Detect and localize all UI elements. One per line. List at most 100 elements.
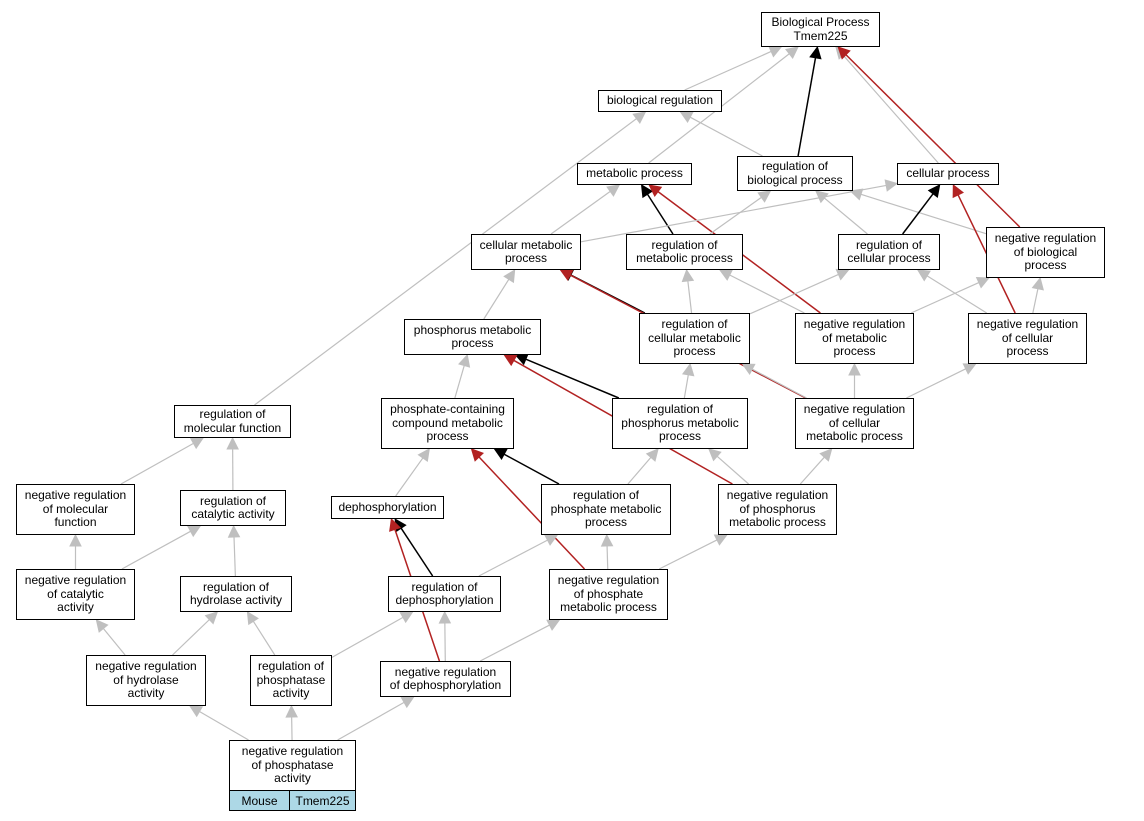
- arrowhead-negptase-to-neghyd: [188, 705, 204, 718]
- node-label: negative regulation of phosphate metabol…: [557, 573, 660, 615]
- node-regulation-of-phosphatase-activity[interactable]: regulation of phosphatase activity: [250, 655, 332, 706]
- node-label: regulation of cellular metabolic process: [648, 317, 741, 359]
- node-label: negative regulation of molecular functio…: [24, 488, 127, 530]
- node-biological-regulation[interactable]: biological regulation: [598, 90, 722, 112]
- node-biological-process[interactable]: Biological Process Tmem225: [761, 12, 880, 47]
- node-phosphate-containing-compound-metabolic-process[interactable]: phosphate-containing compound metabolic …: [381, 398, 514, 449]
- node-label: regulation of biological process: [747, 159, 843, 187]
- node-label: cellular process: [906, 166, 990, 181]
- node-negative-regulation-of-hydrolase-activity[interactable]: negative regulation of hydrolase activit…: [86, 655, 206, 706]
- node-metabolic-process[interactable]: metabolic process: [577, 163, 692, 185]
- node-phosphorus-metabolic-process[interactable]: phosphorus metabolic process: [404, 319, 541, 355]
- node-regulation-of-molecular-function[interactable]: regulation of molecular function: [174, 405, 291, 438]
- edge-neghyd-to-negcat: [102, 628, 126, 656]
- arrowhead-negmet-to-regmet: [718, 269, 733, 281]
- node-label: regulation of phosphatase activity: [256, 659, 326, 701]
- node-regulation-of-biological-process[interactable]: regulation of biological process: [737, 156, 853, 191]
- node-regulation-of-hydrolase-activity[interactable]: regulation of hydrolase activity: [180, 576, 292, 612]
- node-negative-regulation-of-biological-process[interactable]: negative regulation of biological proces…: [986, 227, 1105, 278]
- edge-regptase-to-regdephos: [331, 616, 404, 658]
- arrowhead-negcellmet-to-cellmet: [559, 269, 574, 281]
- edge-regcell-to-cellproc: [902, 193, 934, 235]
- edge-negcellmet-to-negcell: [906, 368, 966, 399]
- node-label: cellular metabolic process: [479, 237, 573, 265]
- node-label: dephosphorylation: [338, 499, 437, 514]
- arrowhead-reghyd-to-regcat: [227, 524, 241, 538]
- edge-dephos-to-phoscomp: [395, 457, 424, 497]
- arrowhead-regcell-to-cellproc: [927, 184, 941, 198]
- node-label: negative regulation of hydrolase activit…: [95, 659, 197, 701]
- edge-negbio-to-bp: [845, 54, 1021, 228]
- node-cellular-metabolic-process[interactable]: cellular metabolic process: [471, 234, 581, 270]
- edge-regbio-to-bp: [797, 57, 817, 157]
- node-negative-regulation-of-phosphorus-metabolic-process[interactable]: negative regulation of phosphorus metabo…: [718, 484, 837, 535]
- arrowhead-negcat-to-regcat: [187, 525, 202, 538]
- arrowhead-phosmet-to-cellmet: [503, 269, 516, 284]
- node-regulation-of-metabolic-process[interactable]: regulation of metabolic process: [626, 234, 743, 270]
- node-label: regulation of molecular function: [183, 407, 282, 435]
- arrowhead-regptase-to-regdephos: [399, 611, 414, 624]
- edge-negphate-to-regphate: [606, 545, 609, 570]
- node-negative-regulation-of-catalytic-activity[interactable]: negative regulation of catalytic activit…: [16, 569, 135, 620]
- edge-negphate-to-phoscomp: [478, 456, 586, 570]
- edge-regcellmet-to-regmet: [687, 280, 693, 314]
- node-regulation-of-dephosphorylation[interactable]: regulation of dephosphorylation: [388, 576, 501, 612]
- arrowhead-regcellmet-to-regmet: [681, 268, 695, 283]
- node-negative-regulation-of-phosphate-metabolic-process[interactable]: negative regulation of phosphate metabol…: [549, 569, 668, 620]
- edge-regptase-to-reghyd: [252, 620, 276, 656]
- node-regulation-of-cellular-metabolic-process[interactable]: regulation of cellular metabolic process: [639, 313, 750, 364]
- node-label: regulation of phosphorus metabolic proce…: [621, 402, 739, 444]
- node-label: regulation of hydrolase activity: [189, 579, 283, 607]
- edge-negcell-to-regcell: [926, 275, 987, 314]
- node-dephosphorylation[interactable]: dephosphorylation: [331, 496, 444, 519]
- edge-negmet-to-regmet: [729, 274, 805, 314]
- node-negative-regulation-of-cellular-metabolic-process[interactable]: negative regulation of cellular metaboli…: [795, 398, 914, 449]
- node-regulation-of-phosphate-metabolic-process[interactable]: regulation of phosphate metabolic proces…: [541, 484, 671, 535]
- node-label: negative regulation of cellular process: [976, 317, 1079, 359]
- edge-negphate-to-negphos: [658, 539, 718, 570]
- arrowhead-negmol-to-regmol: [189, 437, 205, 450]
- arrowhead-negmet-to-negbio: [975, 276, 990, 289]
- node-regulation-of-catalytic-activity[interactable]: regulation of catalytic activity: [180, 490, 286, 526]
- node-label: negative regulation of metabolic process: [803, 317, 906, 359]
- node-label: negative regulation of cellular metaboli…: [803, 402, 906, 444]
- node-label: regulation of metabolic process: [636, 237, 733, 265]
- edge-negcellmet-to-regcellmet: [751, 368, 807, 399]
- arrowhead-negptase-to-negdephos: [400, 696, 415, 709]
- edge-reghyd-to-regcat: [233, 536, 236, 577]
- arrowhead-dephos-to-phoscomp: [417, 448, 430, 463]
- node-label: negative regulation of dephosphorylation: [389, 664, 502, 692]
- node-negative-regulation-of-molecular-function[interactable]: negative regulation of molecular functio…: [16, 484, 135, 535]
- edge-negphos-to-negcellmet: [799, 456, 825, 485]
- node-negative-regulation-of-phosphatase-activity[interactable]: negative regulation of phosphatase activ…: [229, 740, 356, 791]
- node-label: regulation of phosphate metabolic proces…: [550, 488, 662, 530]
- edge-neghyd-to-reghyd: [172, 619, 210, 656]
- edge-regmet-to-regbio: [709, 196, 762, 235]
- edge-cellproc-to-bp: [842, 54, 939, 164]
- arrowhead-cellmet-to-cellproc: [884, 179, 899, 192]
- arrowhead-met-to-bp: [785, 46, 799, 60]
- arrowhead-negphate-to-phoscomp: [470, 448, 484, 462]
- node-negative-regulation-of-metabolic-process[interactable]: negative regulation of metabolic process: [795, 313, 914, 364]
- edge-regphate-to-phoscomp: [503, 453, 560, 485]
- node-label: negative regulation of biological proces…: [994, 231, 1097, 273]
- node-negative-regulation-of-cellular-process[interactable]: negative regulation of cellular process: [968, 313, 1087, 364]
- node-label: negative regulation of phosphorus metabo…: [726, 488, 829, 530]
- arrowhead-negmet-to-met: [648, 184, 663, 197]
- arrowhead-negphos-to-phosmet: [503, 354, 518, 367]
- node-label: negative regulation of catalytic activit…: [24, 573, 127, 615]
- node-cellular-process[interactable]: cellular process: [897, 163, 999, 185]
- edge-phosmet-to-cellmet: [483, 278, 510, 320]
- node-regulation-of-cellular-process[interactable]: regulation of cellular process: [838, 234, 940, 270]
- node-negative-regulation-of-dephosphorylation[interactable]: negative regulation of dephosphorylation: [380, 661, 511, 697]
- arrowhead-regptase-to-reghyd: [246, 611, 259, 626]
- arrowhead-negbio-to-bp: [837, 46, 851, 60]
- edge-bioreg-to-bp: [684, 50, 772, 91]
- node-label: negative regulation of phosphatase activ…: [241, 744, 344, 786]
- node-regulation-of-phosphorus-metabolic-process[interactable]: regulation of phosphorus metabolic proce…: [612, 398, 748, 449]
- edge-regdephos-to-regphate: [478, 539, 548, 577]
- edge-negmol-to-regmol: [120, 442, 194, 485]
- edge-regdephos-to-dephos: [400, 527, 434, 577]
- edge-negcat-to-regcat: [121, 530, 191, 570]
